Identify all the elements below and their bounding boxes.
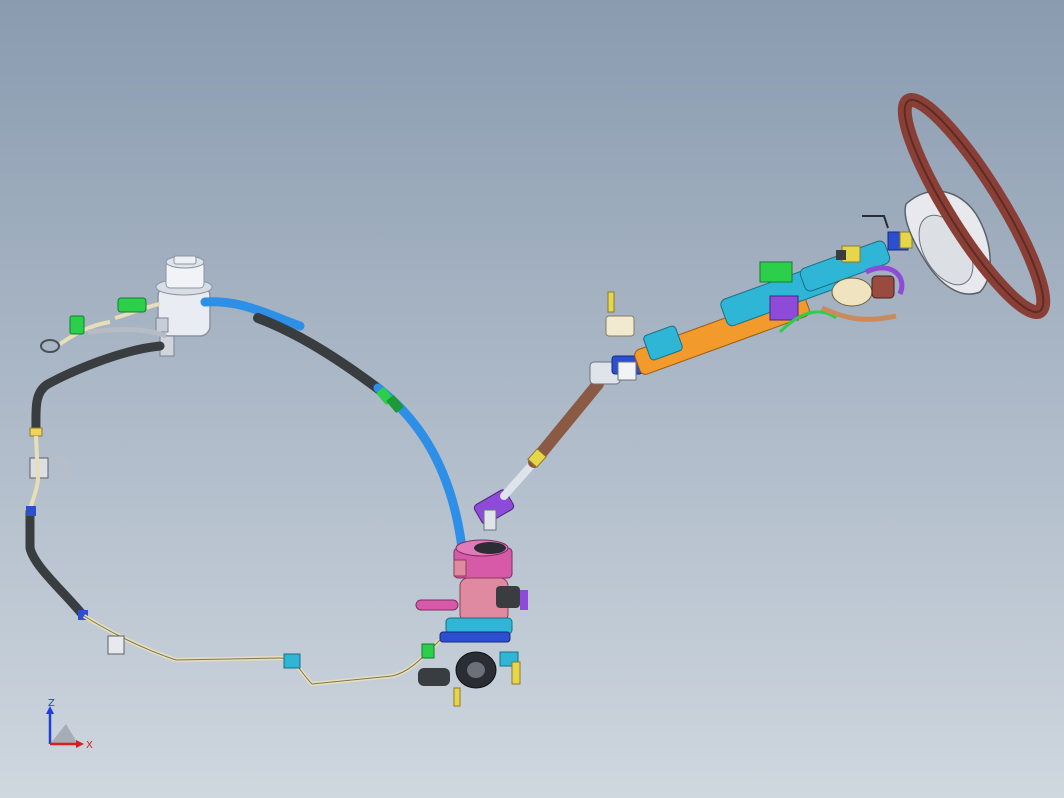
blue-band [26,506,36,516]
steering-column[interactable] [605,215,913,376]
dark-hose-segment[interactable] [253,313,385,395]
blue-hose-main[interactable] [373,383,467,553]
steering-gear[interactable] [415,539,528,707]
z-axis-label: Z [48,698,55,709]
dark-suction-hose[interactable] [31,341,165,437]
x-arrow-icon [76,740,84,748]
fluid-reservoir[interactable] [155,255,213,357]
z-arrow-icon [46,706,54,714]
dark-return-hose[interactable] [25,507,87,619]
line-clip [107,635,125,655]
steel-line-outline [83,615,441,685]
upper-u-joint[interactable] [589,355,643,385]
line-clip [283,653,301,669]
steel-line-lower[interactable] [82,614,442,687]
green-hose-clamp [376,387,404,413]
shaft-collar [527,448,547,468]
fitting-ring [29,427,43,437]
x-axis-label: X [86,740,93,751]
axis-triad: Z X [46,698,93,751]
blue-return-hose[interactable] [200,297,305,331]
intermediate-shaft-upper[interactable] [528,378,604,468]
left-hose-fittings [40,297,167,353]
triad-plane [50,724,78,744]
blue-band [78,610,88,620]
steering-wheel[interactable] [886,87,1062,325]
